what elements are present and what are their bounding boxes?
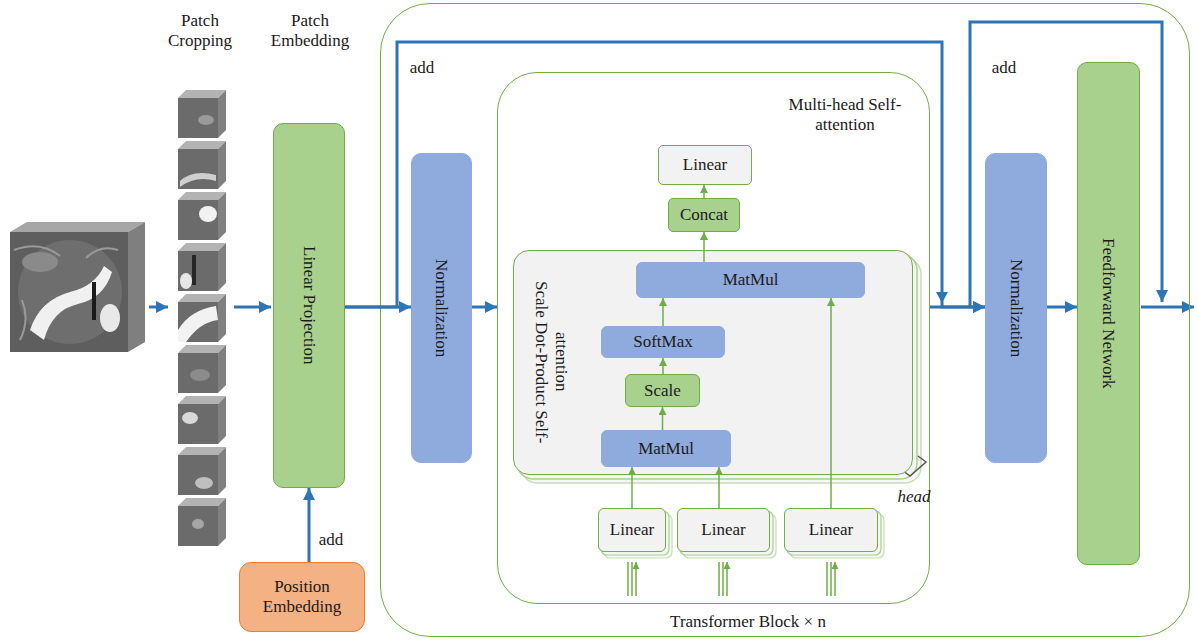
attention-head: Scale Dot-Product Self-attentionMatMulSo… [513, 250, 913, 475]
node-text: SoftMax [633, 332, 693, 352]
node-text: Feedforward Network [1099, 238, 1119, 389]
node-text: Position Embedding [240, 577, 364, 616]
patch-cube [178, 447, 226, 495]
node-text: Scale [644, 381, 681, 401]
transformer-block: Transformer Block × n Normalization Multi-… [380, 3, 1190, 637]
scan-dark [92, 282, 96, 320]
flow-arrow [930, 306, 985, 309]
scale-box: Scale [625, 374, 700, 407]
output-arrow [1141, 306, 1194, 309]
patch-detail [180, 173, 216, 187]
heading-text: Transformer Block × n [670, 612, 826, 632]
node-text: Linear [809, 520, 853, 540]
patch-detail [180, 273, 192, 289]
heading-text: Patch Embedding [264, 11, 356, 50]
scan-tissue [22, 252, 58, 272]
image-patch [178, 345, 226, 393]
patch-cube [178, 396, 226, 444]
head-label: head [895, 487, 932, 507]
patch-detail [182, 412, 198, 424]
embedding-box: Patch EmbeddingLinear Projection [273, 123, 345, 488]
patch-cube [178, 243, 226, 291]
flow-arrow [1047, 306, 1077, 309]
image-patch [178, 447, 226, 495]
image-patch [178, 294, 226, 342]
softmax-box: SoftMax [601, 326, 725, 358]
linear-box: Linear [677, 508, 770, 552]
scan-tissue [18, 240, 122, 344]
edge-label: add [408, 58, 437, 78]
cube-front [10, 232, 128, 352]
flow-arrow [234, 306, 271, 309]
patch-detail [192, 255, 196, 285]
flow-arrow [149, 306, 168, 309]
linear-box: Linear [598, 508, 666, 552]
heading-text: Scale Dot-Product Self-attention [531, 275, 570, 450]
add-label: add [990, 58, 1019, 78]
node-text: Linear Projection [299, 246, 319, 365]
patch-detail [190, 369, 210, 381]
node-text: MatMul [638, 439, 694, 459]
patch-cube [178, 141, 226, 189]
flow-arrow [345, 306, 411, 309]
linear-box: Linear [784, 508, 878, 552]
image-patch [178, 90, 226, 138]
patch-cube [178, 192, 226, 240]
flow-arrow [472, 306, 497, 309]
position-box: Position Embedding [239, 562, 365, 632]
norm-box: Normalization [411, 153, 472, 463]
cube-side [128, 222, 145, 352]
matmul-box: MatMul [601, 430, 731, 467]
patch-detail [195, 477, 213, 489]
norm-box: Normalization [985, 153, 1047, 463]
input-arrows [827, 562, 835, 596]
scan-bright [100, 304, 120, 332]
input-volume [10, 222, 145, 352]
patch-cube [178, 345, 226, 393]
junction-arrowhead [936, 292, 948, 303]
linear-box: Linear [658, 145, 752, 185]
input-arrows [719, 562, 727, 596]
patch-detail [192, 519, 204, 529]
node-text: Linear [683, 155, 727, 175]
image-patch [178, 243, 226, 291]
ffn-box: Feedforward Network [1077, 62, 1140, 565]
node-text: Normalization [1006, 259, 1026, 357]
patch-detail [199, 206, 217, 222]
patch-cube [178, 294, 226, 342]
data-flow-arrow [703, 185, 705, 198]
patch-cube [178, 498, 226, 546]
attention-block: Multi-head Self-attentionLinearConcatSca… [497, 72, 930, 604]
image-patch [178, 192, 226, 240]
node-text: Normalization [432, 259, 452, 357]
heading-text: Multi-head Self-attention [775, 95, 915, 134]
input-arrows [628, 562, 636, 596]
stage-title: Patch Cropping [153, 11, 247, 50]
matmul-box: MatMul [636, 262, 865, 298]
patch-detail [198, 115, 214, 125]
patch-detail [178, 306, 218, 342]
node-text: Linear [701, 520, 745, 540]
flow-arrow [308, 488, 311, 562]
node-text: Linear [610, 520, 654, 540]
node-text: MatMul [723, 270, 779, 290]
concat-box: Concat [668, 198, 740, 232]
image-patch [178, 396, 226, 444]
patch-cube [178, 90, 226, 138]
image-patch [178, 141, 226, 189]
node-text: Concat [680, 205, 728, 225]
edge-label: add [317, 530, 346, 550]
scan-bright [30, 266, 112, 340]
image-patch [178, 498, 226, 546]
cube-top [10, 222, 145, 232]
